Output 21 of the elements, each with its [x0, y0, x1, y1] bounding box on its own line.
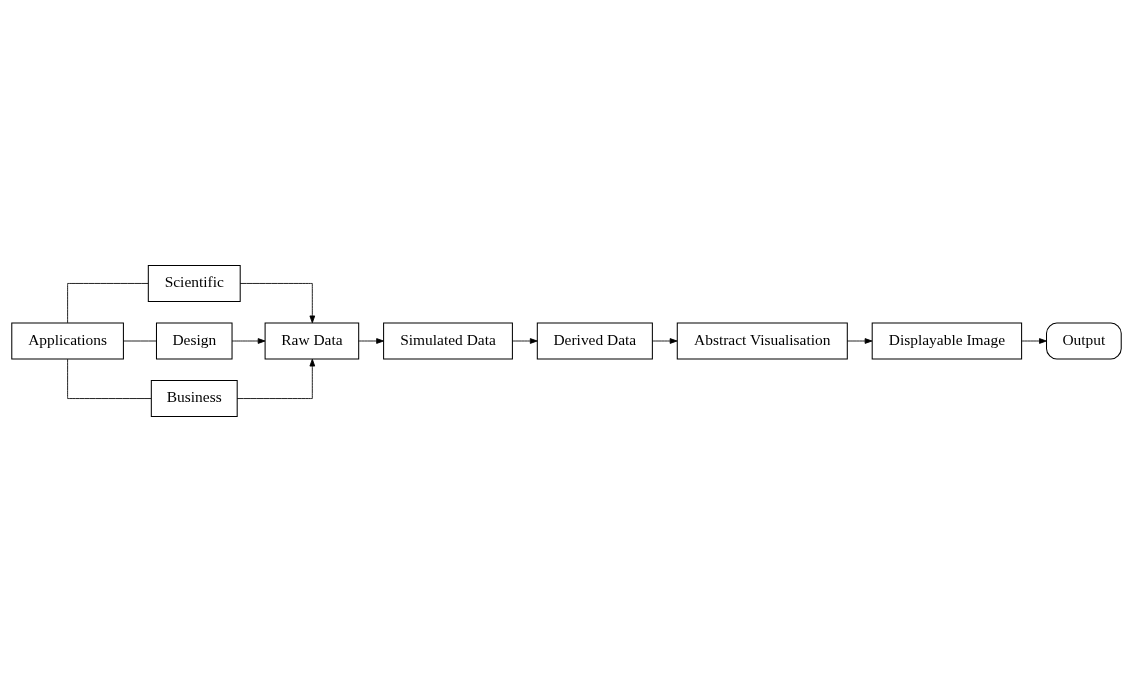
arrow: [231, 338, 266, 344]
node-box: Design: [155, 322, 233, 360]
arrow: [652, 338, 678, 344]
node-box: Simulated Data: [383, 322, 513, 360]
arrow: [846, 338, 873, 344]
node-box: Derived Data: [536, 322, 653, 360]
node-box: Displayable Image: [871, 322, 1023, 360]
node-box: Raw Data: [264, 322, 360, 360]
node-box: Scientific: [147, 264, 241, 302]
connector: [67, 283, 149, 324]
arrow: [236, 358, 316, 399]
connector: [123, 340, 157, 342]
node-box: Business: [150, 380, 238, 418]
arrow: [1021, 338, 1047, 344]
connector: [67, 358, 152, 399]
arrow: [358, 338, 384, 344]
node-box: Applications: [11, 322, 124, 360]
node-box: Abstract Visualisation: [676, 322, 848, 360]
arrow: [239, 283, 316, 324]
arrow: [511, 338, 538, 344]
node-box: Output: [1046, 322, 1122, 360]
